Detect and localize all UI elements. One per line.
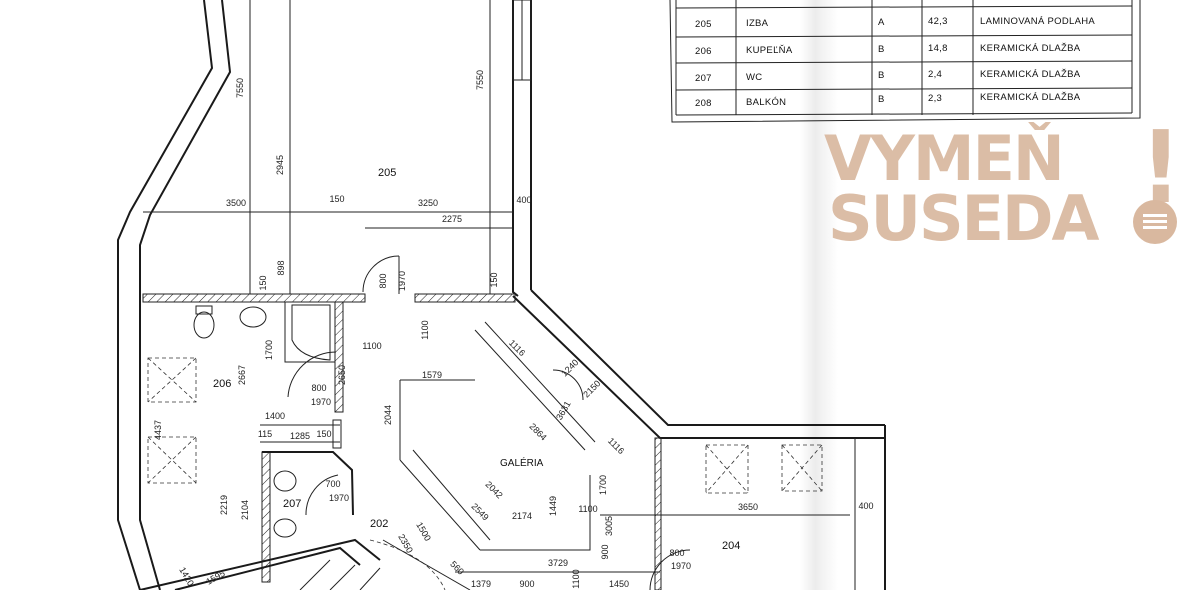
dimension-label: 400 <box>516 195 531 205</box>
room-floor: LAMINOVANÁ PODLAHA <box>980 16 1095 27</box>
dimension-label: 700 <box>325 479 340 489</box>
table-row: 208 BALKÓN B 2,3 KERAMICKÁ DLAŽBA <box>695 92 1081 109</box>
dimension-label: 1100 <box>420 320 430 339</box>
room-category: B <box>878 94 885 105</box>
room-category: A <box>878 17 885 28</box>
dimension-lines <box>143 0 850 573</box>
dimension-label: 150 <box>329 194 344 204</box>
room-label-206: 206 <box>213 378 231 390</box>
dimension-label: 1579 <box>422 370 442 380</box>
room-label-galeria: GALÉRIA <box>500 456 544 469</box>
dimension-label: 2667 <box>237 365 247 385</box>
dimension-label: 3650 <box>738 502 758 512</box>
room-name: WC <box>746 72 762 83</box>
room-area: 14,8 <box>928 43 948 54</box>
dimension-label: 1400 <box>265 411 285 421</box>
dimension-label: 1970 <box>397 271 407 291</box>
dimension-label: 7550 <box>475 70 485 90</box>
room-area: 2,4 <box>928 69 942 80</box>
dimension-label: 7550 <box>235 78 245 98</box>
room-category: B <box>878 70 885 81</box>
dimension-label: 800 <box>378 273 388 288</box>
room-name: KUPEĽŇA <box>746 45 793 56</box>
dimension-label: 1285 <box>290 431 310 441</box>
dimension-label: 800 <box>311 383 326 393</box>
walls <box>117 0 1141 590</box>
dimension-label: 1500 <box>414 520 433 542</box>
dimension-label: 150 <box>489 272 499 287</box>
dimension-label: 1700 <box>598 475 608 495</box>
room-floor: KERAMICKÁ DLAŽBA <box>980 92 1081 103</box>
dimension-label: 115 <box>258 429 272 439</box>
dimension-label: 1100 <box>571 569 581 588</box>
dimension-label: 1970 <box>311 397 331 407</box>
room-floor: KERAMICKÁ DLAŽBA <box>980 69 1081 80</box>
room-floor: KERAMICKÁ DLAŽBA <box>980 43 1081 54</box>
room-area: 2,3 <box>928 93 942 104</box>
dimension-label: 2174 <box>512 511 532 521</box>
dimension-label: 2104 <box>240 500 250 520</box>
watermark-line2: SUSEDA <box>828 182 1099 255</box>
watermark-logo-icon <box>1133 200 1177 244</box>
dimension-label: 900 <box>600 544 610 559</box>
room-number: 207 <box>695 73 712 84</box>
table-row: 207 WC B 2,4 KERAMICKÁ DLAŽBA <box>695 69 1081 84</box>
dimension-label: 3250 <box>418 198 438 208</box>
dimension-label: 2350 <box>396 532 415 554</box>
dimension-label: 1100 <box>578 504 597 514</box>
dimension-label: 2044 <box>383 405 393 425</box>
room-area: 42,3 <box>928 16 948 27</box>
paper-fold-shadow <box>800 0 838 590</box>
room-label-202: 202 <box>370 518 388 530</box>
dimension-label: 2864 <box>528 421 549 442</box>
dimension-label: 3631 <box>554 399 573 421</box>
dimension-label: 2275 <box>442 214 462 224</box>
dimension-label: 1379 <box>471 579 491 589</box>
dimension-label: 1116 <box>606 436 626 456</box>
dimension-label: 400 <box>858 501 873 511</box>
dimension-label: 1100 <box>362 341 381 351</box>
dimension-label: 150 <box>258 275 268 290</box>
dimension-label: 150 <box>316 429 331 439</box>
room-name: BALKÓN <box>746 97 786 108</box>
dimension-label: 1970 <box>329 493 349 503</box>
table-row: 206 KUPEĽŇA B 14,8 KERAMICKÁ DLAŽBA <box>695 43 1081 57</box>
room-label-204: 204 <box>722 540 740 552</box>
dimension-label: 2150 <box>581 378 602 399</box>
room-table: 205 IZBA A 42,3 LAMINOVANÁ PODLAHA 206 K… <box>675 0 1133 116</box>
dimension-label: 800 <box>669 548 684 558</box>
table-row: 205 IZBA A 42,3 LAMINOVANÁ PODLAHA <box>695 16 1095 30</box>
dimension-label: 2945 <box>275 155 285 175</box>
room-category: B <box>878 44 885 55</box>
watermark-line1: VYMEŇ <box>824 122 1065 195</box>
room-number: 206 <box>695 46 712 57</box>
dimension-label: 900 <box>519 579 534 589</box>
room-number: 208 <box>695 98 712 109</box>
dimension-label: 1450 <box>609 579 629 589</box>
dimension-label: 1116 <box>507 338 527 358</box>
room-name: IZBA <box>746 18 769 29</box>
dimension-label: 3500 <box>226 198 246 208</box>
dimension-label: 2219 <box>219 495 229 515</box>
room-label-205: 205 <box>378 167 396 179</box>
dimension-label: 560 <box>448 559 466 577</box>
dimension-label: 2042 <box>484 479 505 500</box>
room-number: 205 <box>695 19 712 30</box>
dimension-label: 898 <box>276 260 286 275</box>
dimension-label: 1420 <box>177 565 196 587</box>
dimension-label: 3729 <box>548 558 568 568</box>
dimension-label: 1970 <box>671 561 691 571</box>
dimension-label: 1449 <box>548 496 558 516</box>
dimension-label: 3005 <box>604 516 614 536</box>
dimension-label: 2650 <box>337 365 347 385</box>
room-label-207: 207 <box>283 498 301 510</box>
dimension-label: 4437 <box>153 420 163 440</box>
room-labels: 205 206 207 202 204 GALÉRIA <box>213 167 740 552</box>
dimension-label: 1700 <box>264 340 274 360</box>
